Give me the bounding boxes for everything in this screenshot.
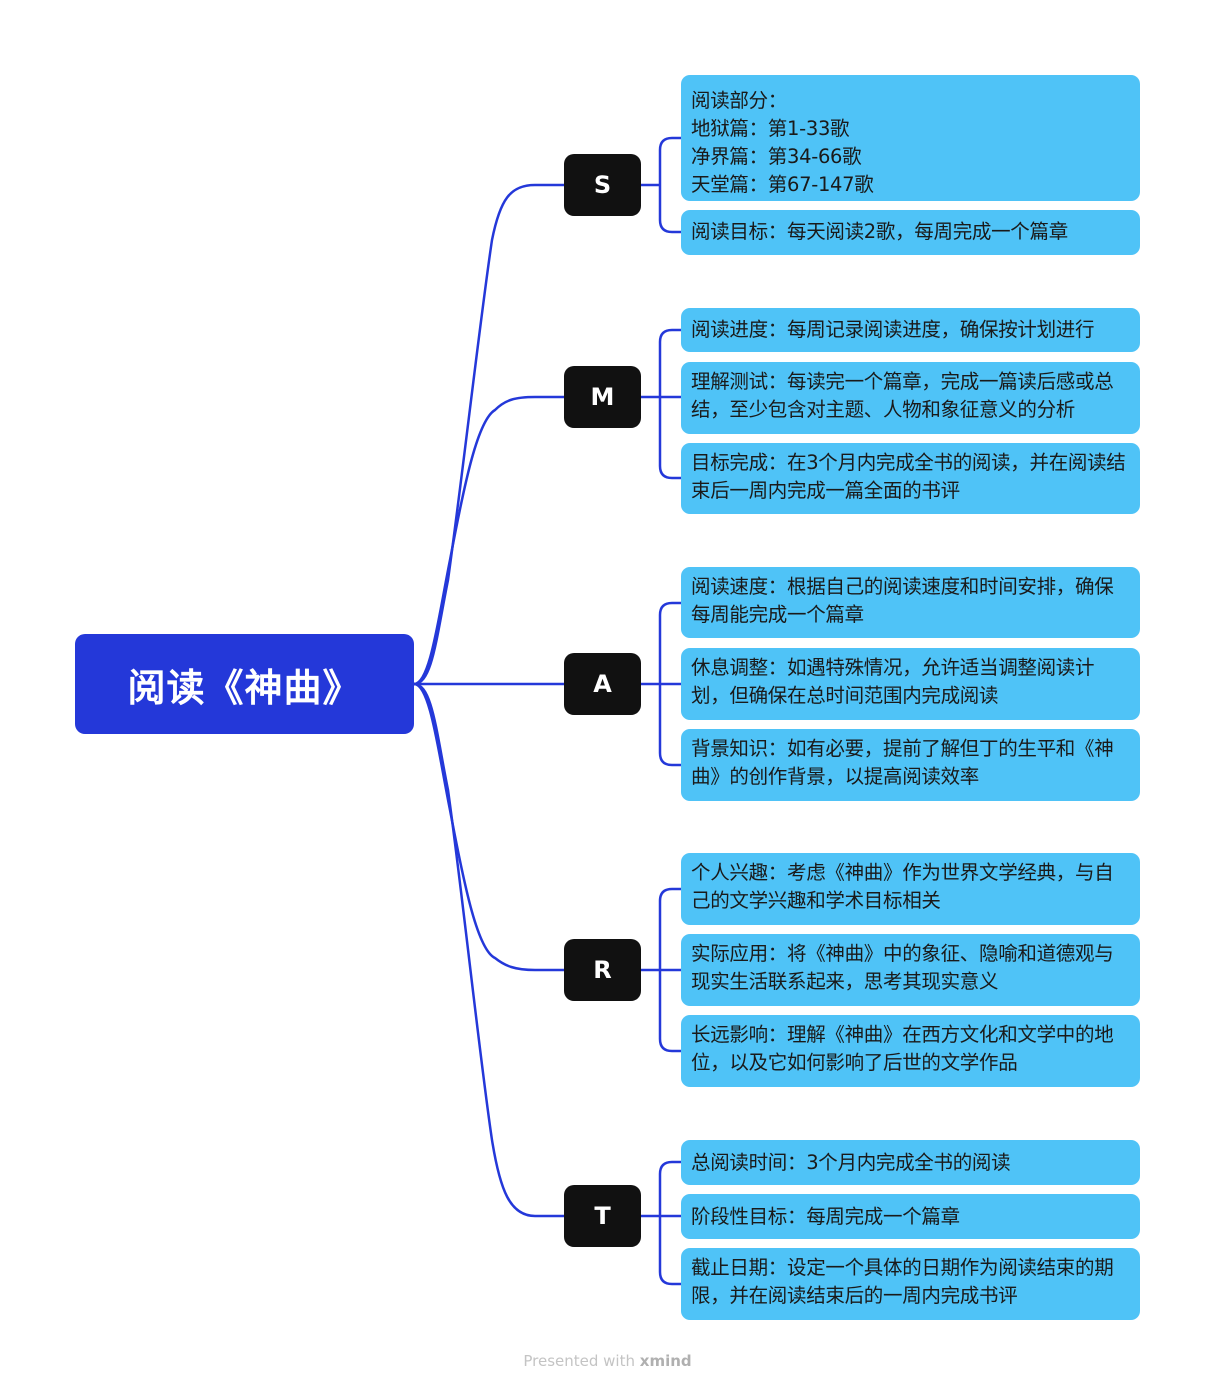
branch-a-letter: A xyxy=(593,670,612,698)
r-leaf-2[interactable]: 实际应用：将《神曲》中的象征、隐喻和道德观与现实生活联系起来，思考其现实意义 xyxy=(681,934,1140,1006)
branch-s-node[interactable]: S xyxy=(564,154,641,216)
a-leaf-3[interactable]: 背景知识：如有必要，提前了解但丁的生平和《神曲》的创作背景，以提高阅读效率 xyxy=(681,729,1140,801)
t-leaf-3[interactable]: 截止日期：设定一个具体的日期作为阅读结束的期限，并在阅读结束后的一周内完成书评 xyxy=(681,1248,1140,1320)
m-leaf-1[interactable]: 阅读进度：每周记录阅读进度，确保按计划进行 xyxy=(681,308,1140,352)
xmind-logo: xmind xyxy=(639,1352,692,1370)
branch-t-node[interactable]: T xyxy=(564,1185,641,1247)
connector-root-r xyxy=(413,682,564,972)
footer-credit: Presented with xmind xyxy=(0,1352,1215,1370)
connector-root-s xyxy=(413,183,564,686)
s-leaf-1[interactable]: 阅读部分： 地狱篇：第1-33歌 净界篇：第34-66歌 天堂篇：第67-147… xyxy=(681,75,1140,201)
t-leaf-1[interactable]: 总阅读时间：3个月内完成全书的阅读 xyxy=(681,1140,1140,1185)
connector-r-leaf-3 xyxy=(658,970,681,1053)
connector-t-leaf-1 xyxy=(658,1160,681,1216)
connector-r-leaf-1 xyxy=(658,887,681,970)
root-topic-title: 阅读《神曲》 xyxy=(127,665,362,710)
branch-t-letter: T xyxy=(594,1202,611,1230)
a-leaf-1[interactable]: 阅读速度：根据自己的阅读速度和时间安排，确保每周能完成一个篇章 xyxy=(681,567,1140,638)
connector-root-m xyxy=(413,395,564,686)
s-leaf-2[interactable]: 阅读目标：每天阅读2歌，每周完成一个篇章 xyxy=(681,210,1140,255)
connector-a-leaf-3 xyxy=(658,684,681,767)
connector-a-leaf-1 xyxy=(658,601,681,684)
connector-t-leaf-3 xyxy=(658,1216,681,1286)
footer-prefix: Presented with xyxy=(523,1352,635,1370)
r-leaf-3[interactable]: 长远影响：理解《神曲》在西方文化和文学中的地位，以及它如何影响了后世的文学作品 xyxy=(681,1015,1140,1087)
m-leaf-3[interactable]: 目标完成：在3个月内完成全书的阅读，并在阅读结束后一周内完成一篇全面的书评 xyxy=(681,443,1140,514)
connector-root-t xyxy=(413,682,564,1218)
t-leaf-2[interactable]: 阶段性目标：每周完成一个篇章 xyxy=(681,1194,1140,1239)
branch-m-node[interactable]: M xyxy=(564,366,641,428)
branch-a-node[interactable]: A xyxy=(564,653,641,715)
branch-s-letter: S xyxy=(593,171,612,199)
connector-s-leaf-1 xyxy=(658,136,681,185)
m-leaf-2[interactable]: 理解测试：每读完一个篇章，完成一篇读后感或总结，至少包含对主题、人物和象征意义的… xyxy=(681,362,1140,434)
connector-s-leaf-2 xyxy=(658,185,681,234)
root-topic[interactable]: 阅读《神曲》 xyxy=(75,634,414,734)
branch-r-letter: R xyxy=(593,956,612,984)
branch-r-node[interactable]: R xyxy=(564,939,641,1001)
connector-m-leaf-1 xyxy=(658,328,681,397)
a-leaf-2[interactable]: 休息调整：如遇特殊情况，允许适当调整阅读计划，但确保在总时间范围内完成阅读 xyxy=(681,648,1140,720)
connector-m-leaf-3 xyxy=(658,397,681,480)
r-leaf-1[interactable]: 个人兴趣：考虑《神曲》作为世界文学经典，与自己的文学兴趣和学术目标相关 xyxy=(681,853,1140,925)
branch-m-letter: M xyxy=(590,383,615,411)
